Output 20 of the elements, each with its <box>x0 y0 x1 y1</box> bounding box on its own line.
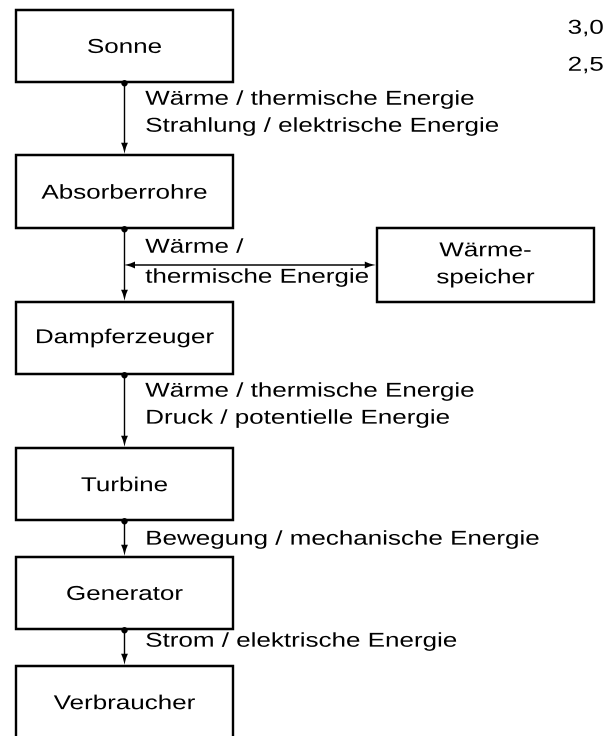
process-box: Generator <box>14 556 234 630</box>
process-box: Verbraucher <box>14 664 234 736</box>
edge-label: Wärme / thermische Energie Druck / potentielle Energie <box>145 382 474 428</box>
arrow <box>121 83 128 152</box>
edge-label: Bewegung / mechanische Energie <box>147 530 539 549</box>
arrow <box>121 229 128 298</box>
process-box: Sonne <box>14 8 234 84</box>
arrow <box>126 262 374 268</box>
edge-label: Wärme / thermische Energie <box>145 238 368 287</box>
axis-value: 2,5 <box>568 56 603 74</box>
process-box: Turbine <box>14 446 234 522</box>
edge-label: Wärme / thermische Energie Strahlung / elektrische Energie <box>145 90 498 136</box>
process-box: Dampferzeuger <box>14 300 234 376</box>
arrow <box>121 521 128 554</box>
arrow <box>121 375 128 444</box>
edge-label: Strom / elektrische Energie <box>146 632 456 651</box>
process-box: Wärme- speicher <box>376 226 596 304</box>
axis-value: 3,0 <box>568 20 603 36</box>
process-box: Absorberrohre <box>14 154 234 230</box>
arrow <box>121 630 128 662</box>
